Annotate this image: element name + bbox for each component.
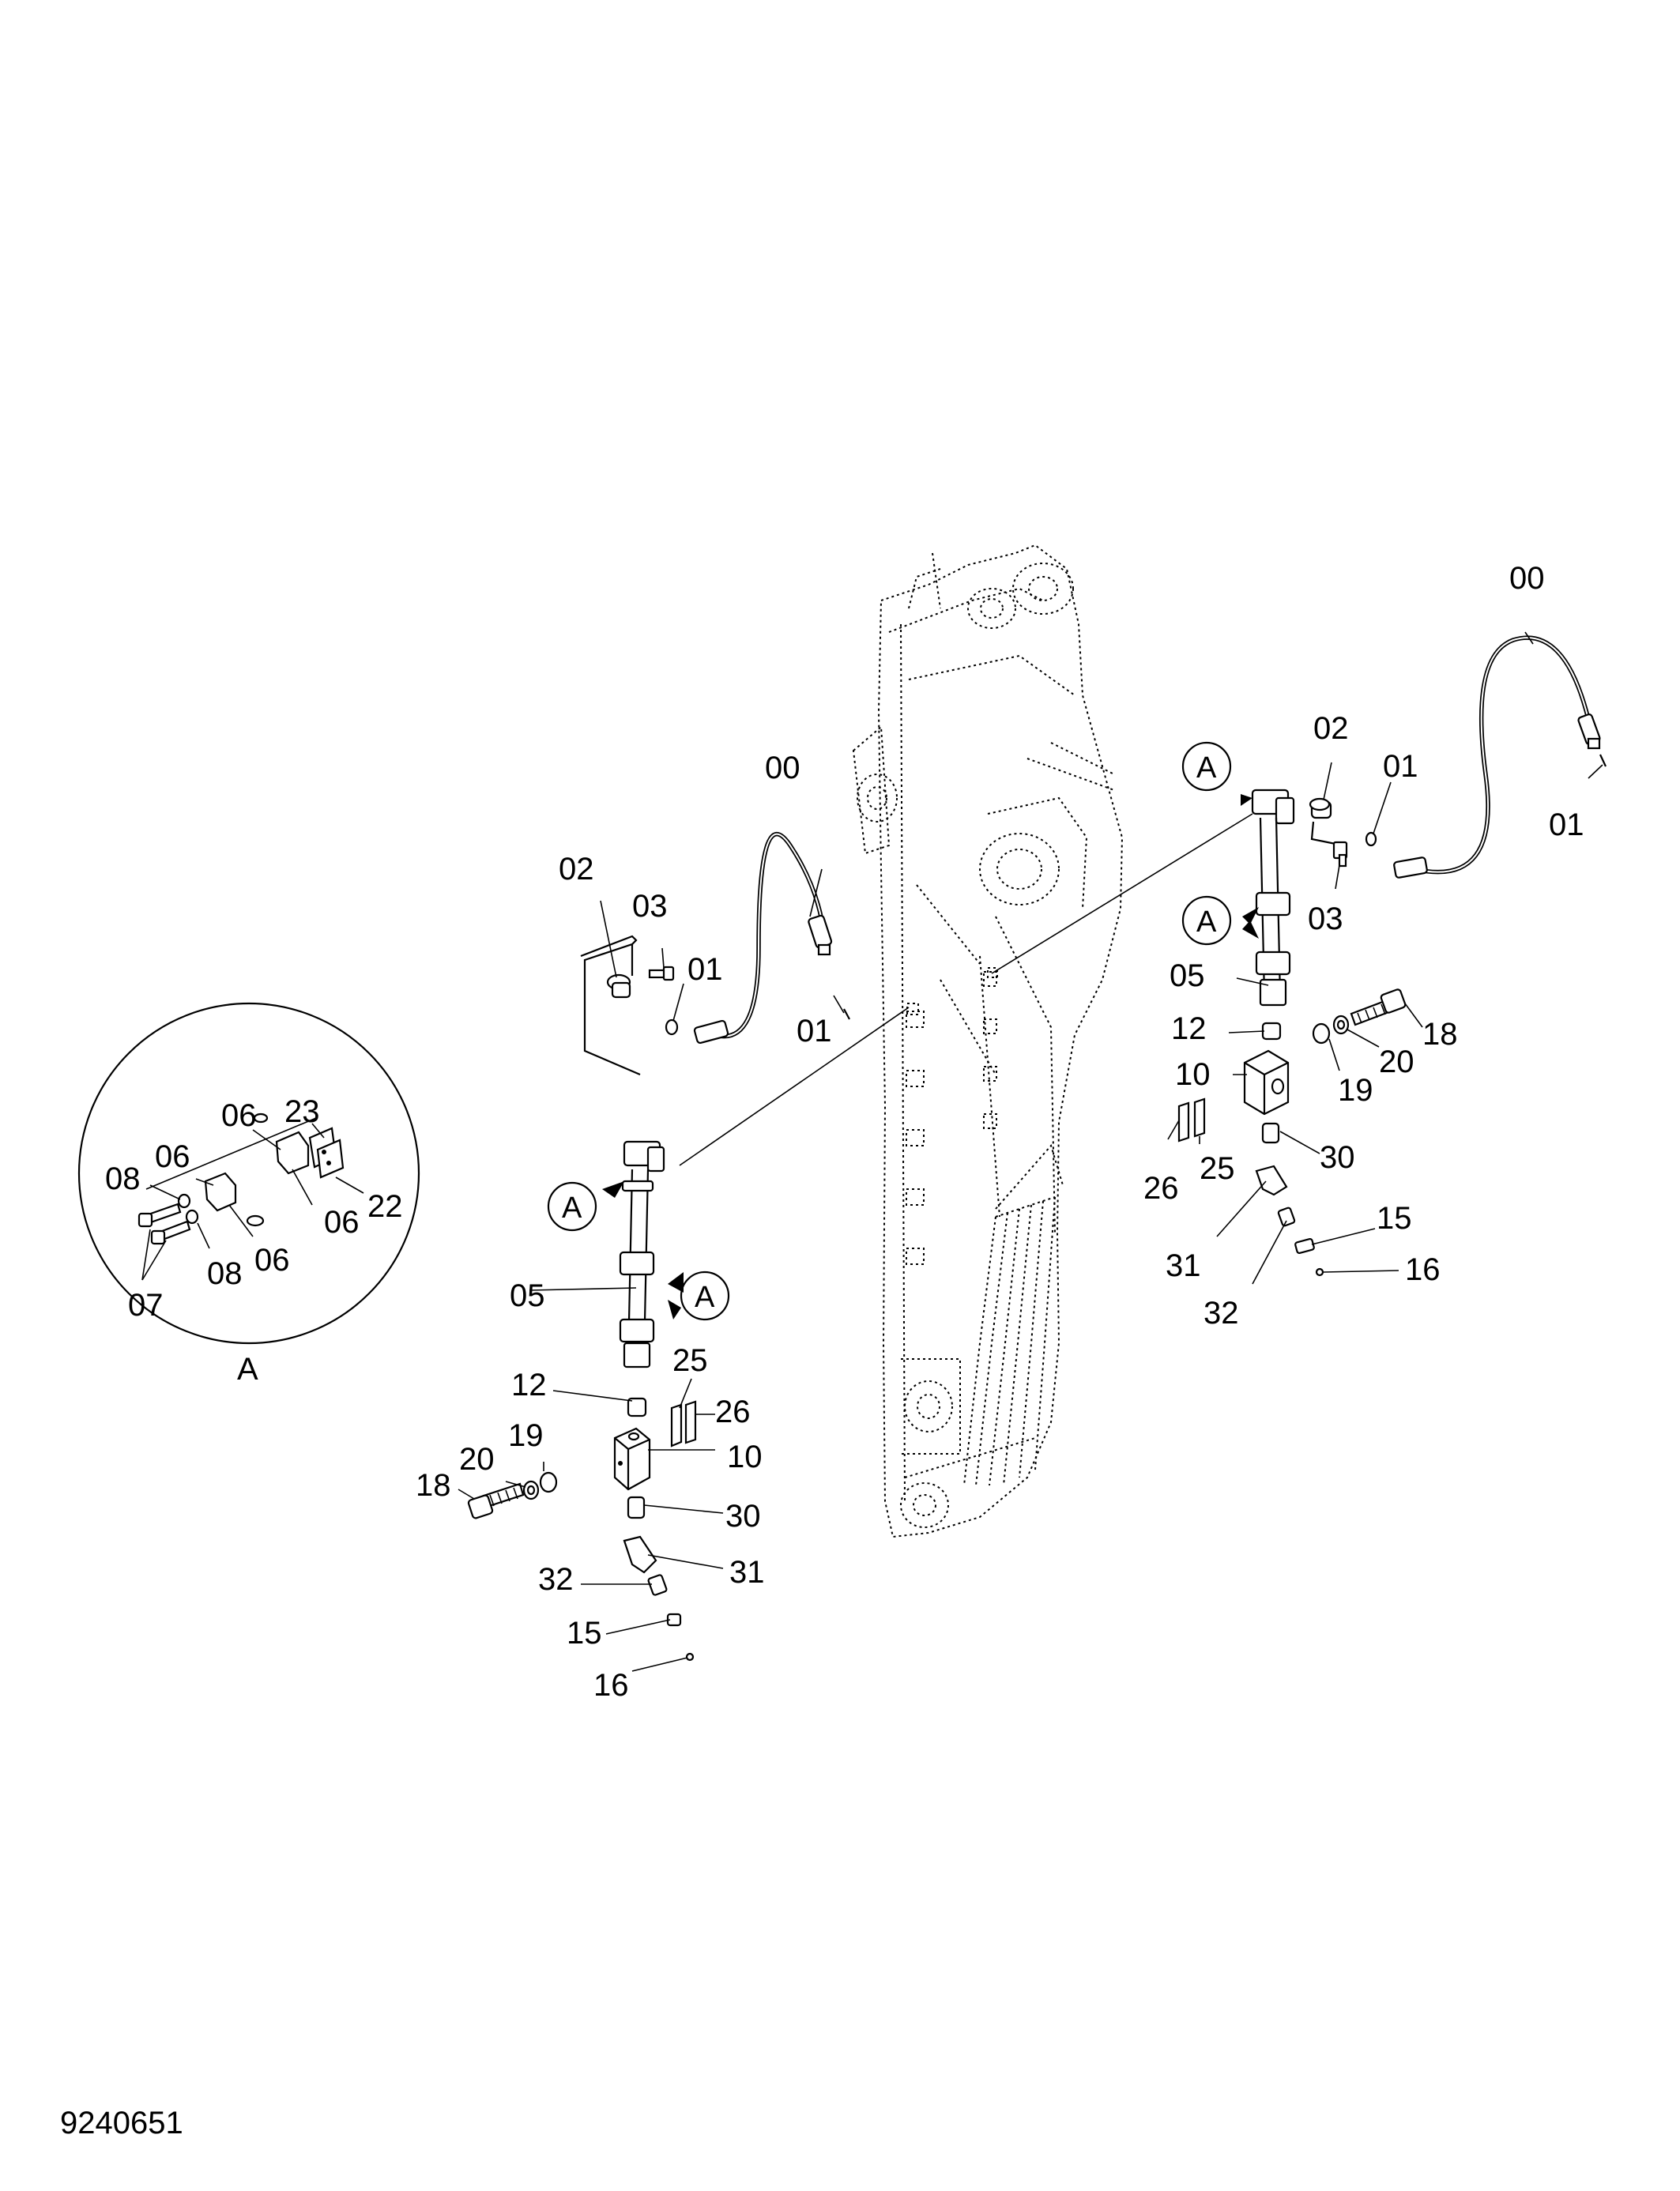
- callouts: 00 02 03 01 01 A A 05 12 25 26 19 20 18 …: [105, 561, 1584, 1703]
- callout-a-circle-left-2: [680, 1271, 730, 1321]
- callout-26-right: 26: [1143, 1171, 1179, 1206]
- callout-a-right-1: A: [1196, 751, 1217, 785]
- boom-arm: [852, 544, 1124, 1538]
- callout-06-detail-c: 06: [324, 1205, 360, 1240]
- callout-25-right: 25: [1200, 1151, 1235, 1186]
- callout-02-left: 02: [559, 852, 594, 887]
- callout-18-right: 18: [1422, 1017, 1458, 1052]
- callout-00-right: 00: [1509, 561, 1545, 596]
- leader-right-clamp: [991, 813, 1253, 974]
- callout-20-right: 20: [1379, 1045, 1414, 1079]
- callout-23-detail: 23: [284, 1094, 320, 1129]
- callout-15-left: 15: [567, 1616, 602, 1651]
- callout-31-left: 31: [729, 1555, 765, 1590]
- callout-19-right: 19: [1338, 1073, 1373, 1108]
- figure-number: 9240651: [60, 2106, 183, 2140]
- left-hose-assembly: [458, 832, 850, 1672]
- callout-01-left-b: 01: [797, 1014, 832, 1048]
- callout-25-left: 25: [672, 1343, 708, 1378]
- callout-32-left: 32: [538, 1562, 574, 1597]
- leader-left-clamp: [679, 1007, 910, 1166]
- callout-18-left: 18: [416, 1468, 451, 1503]
- detail-a-label: A: [237, 1352, 258, 1387]
- callout-31-right: 31: [1166, 1248, 1201, 1283]
- callout-00-left: 00: [765, 751, 800, 785]
- callout-01-left-a: 01: [687, 952, 723, 987]
- callout-a-right-2: A: [1196, 905, 1217, 939]
- callout-10-right: 10: [1175, 1057, 1211, 1092]
- callout-22-detail: 22: [367, 1189, 403, 1224]
- callout-19-left: 19: [508, 1418, 544, 1453]
- callout-01-right-a: 01: [1383, 749, 1418, 784]
- callout-a-left-2: A: [695, 1281, 715, 1314]
- callout-10-left: 10: [727, 1440, 763, 1474]
- callout-30-right: 30: [1320, 1140, 1355, 1175]
- callout-a-circle-right-2: [1181, 895, 1232, 946]
- callout-12-left: 12: [511, 1368, 547, 1402]
- callout-15-right: 15: [1377, 1201, 1412, 1236]
- callout-26-left: 26: [715, 1395, 751, 1429]
- callout-06-detail-a: 06: [221, 1098, 257, 1133]
- callout-16-right: 16: [1405, 1252, 1441, 1287]
- callout-08-detail-a: 08: [105, 1161, 141, 1196]
- callout-05-right: 05: [1170, 958, 1205, 993]
- callout-a-left-1: A: [562, 1191, 582, 1225]
- callout-20-left: 20: [459, 1442, 495, 1477]
- callout-30-left: 30: [725, 1499, 761, 1534]
- callout-01-right-b: 01: [1549, 808, 1584, 842]
- callout-a-circle-right-1: [1181, 741, 1232, 792]
- detail-a: [77, 1002, 420, 1345]
- callout-32-right: 32: [1203, 1296, 1239, 1331]
- callout-06-detail-b: 06: [155, 1139, 190, 1174]
- callout-05-left: 05: [510, 1278, 545, 1313]
- callout-16-left: 16: [593, 1668, 629, 1703]
- callout-07-detail: 07: [128, 1288, 164, 1323]
- callout-a-circle-left-1: [547, 1181, 597, 1232]
- callout-12-right: 12: [1171, 1011, 1207, 1046]
- callout-02-right: 02: [1313, 711, 1349, 746]
- callout-06-detail-d: 06: [254, 1243, 290, 1278]
- callout-03-right: 03: [1308, 902, 1343, 936]
- callout-08-detail-b: 08: [207, 1256, 243, 1291]
- right-hose-assembly: [1167, 631, 1607, 1285]
- callout-03-left: 03: [632, 889, 668, 924]
